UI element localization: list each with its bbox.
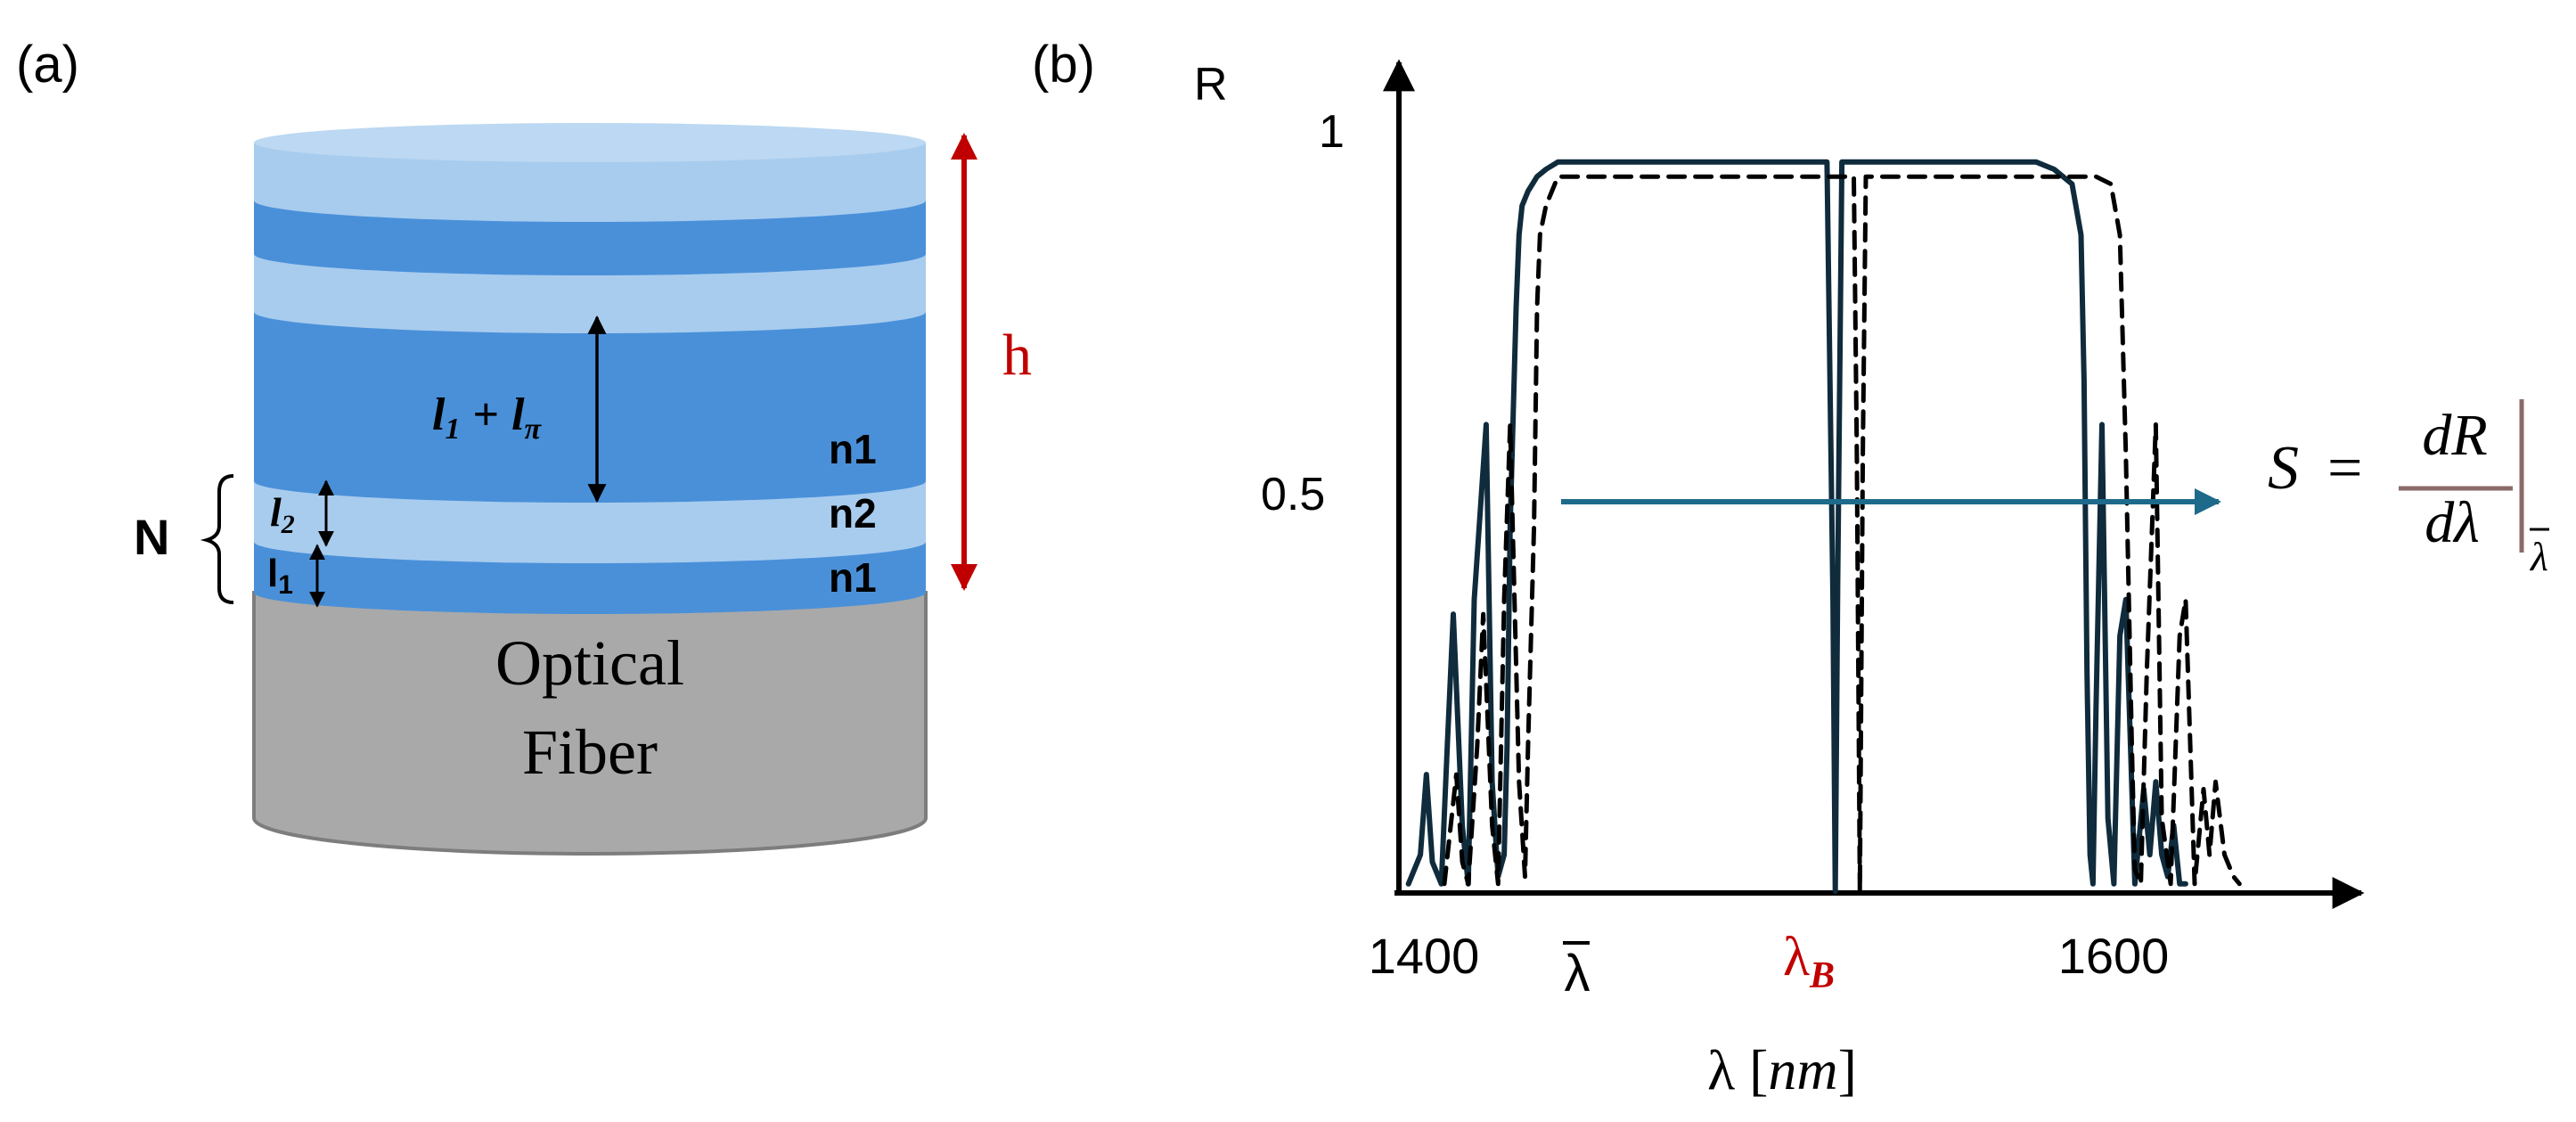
panel-a-label: (a) <box>16 36 79 94</box>
reflectance-curves <box>1405 159 2242 894</box>
index-label-bottom: n1 <box>829 554 877 601</box>
l2-label: l2 <box>270 489 295 539</box>
lambda-b-label: λB <box>1783 927 1835 996</box>
x-tick-label-1600: 1600 <box>2058 928 2170 984</box>
y-axis-label: R <box>1194 59 1228 111</box>
formula-denominator: dλ <box>2425 490 2480 555</box>
panel-a: (a) Optical Fiber h l1+lπ l2 l1 <box>16 36 1032 856</box>
panel-b: (b) R 1 0.5 1400 1600 λ λB λ [nm] S = dR… <box>1032 36 2549 1102</box>
fiber-label-line2: Fiber <box>522 717 658 788</box>
x-axis-label: λ [nm] <box>1707 1038 1857 1102</box>
period-bracket <box>200 474 234 604</box>
formula-equals: = <box>2327 434 2362 503</box>
formula-eval-point: λ <box>2529 534 2548 579</box>
y-tick-label-0-5: 0.5 <box>1261 469 1325 520</box>
l1-label: l1 <box>267 552 293 600</box>
sensitivity-formula: S = dR dλ λ <box>2268 399 2549 579</box>
layer-dark-2 <box>254 201 926 275</box>
lambda-bar-label: λ <box>1565 945 1591 1003</box>
index-label-middle: n2 <box>829 490 877 536</box>
fiber-label-line1: Optical <box>495 627 684 699</box>
layer-defect <box>254 312 926 503</box>
lambda-bar-tick: λ <box>1563 941 1591 1003</box>
optical-fiber: Optical Fiber <box>252 591 928 856</box>
layer-light-2 <box>254 254 926 333</box>
series-dashed-line <box>1442 174 2242 894</box>
index-label-top: n1 <box>829 426 877 472</box>
x-tick-label-1400: 1400 <box>1369 928 1480 984</box>
layer-stack <box>254 123 926 614</box>
formula-lhs: S <box>2268 434 2299 503</box>
period-label: N <box>134 509 169 565</box>
defect-thickness-label: l1+lπ <box>432 389 543 446</box>
y-tick-label-1: 1 <box>1319 106 1345 158</box>
layer-n2 <box>254 481 926 563</box>
layer-top <box>254 143 926 222</box>
series-solid-line <box>1405 159 2188 894</box>
height-label: h <box>1002 323 1032 388</box>
fiber-body <box>252 591 928 856</box>
formula-numerator: dR <box>2422 403 2487 468</box>
panel-b-label: (b) <box>1032 36 1095 94</box>
stack-top-face <box>254 123 926 162</box>
